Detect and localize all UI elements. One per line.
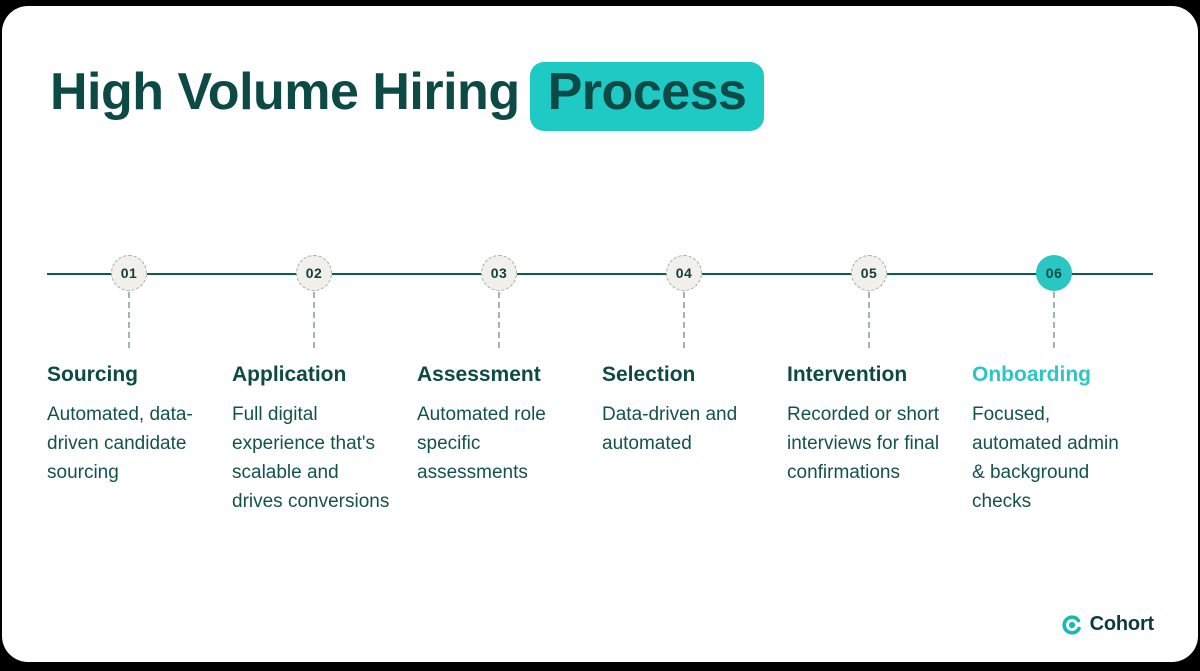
step-number-badge: 04 <box>666 255 702 291</box>
brand-footer: Cohort <box>1061 613 1154 636</box>
cohort-logo-icon <box>1062 614 1082 635</box>
timeline-axis-line <box>47 273 1153 275</box>
brand-name: Cohort <box>1089 613 1155 635</box>
step-title: Onboarding <box>972 363 1091 386</box>
step-number-badge: 06 <box>1036 255 1072 291</box>
step-description: Automated, data-driven candidate sourcin… <box>47 404 193 484</box>
step-number-badge: 03 <box>481 255 517 291</box>
step-title: Intervention <box>787 363 908 386</box>
step-title: Application <box>232 363 347 386</box>
step-number-badge: 02 <box>296 255 332 291</box>
timeline-step: 05 Intervention Recorded or short interv… <box>787 255 972 516</box>
step-description: Recorded or short interviews for final c… <box>787 404 940 484</box>
step-connector-line <box>868 292 870 348</box>
step-description: Data-driven and automated <box>602 404 738 455</box>
timeline-step: 03 Assessment Automated role specific as… <box>417 255 602 516</box>
step-number: 03 <box>490 265 508 281</box>
step-number: 01 <box>120 265 138 281</box>
step-connector-line <box>498 292 500 348</box>
step-title: Sourcing <box>47 363 139 386</box>
step-number: 02 <box>305 265 323 281</box>
step-description: Automated role specific assessments <box>417 404 546 484</box>
step-number: 05 <box>860 265 878 281</box>
timeline-step: 04 Selection Data-driven and automated <box>602 255 787 516</box>
page-title-highlight: Process <box>529 62 765 132</box>
process-timeline: 01 Sourcing Automated, data-driven candi… <box>47 255 1153 516</box>
page-title-text: High Volume Hiring <box>50 63 520 121</box>
step-connector-line <box>683 292 685 348</box>
step-title: Selection <box>602 363 696 386</box>
timeline-step: 06 Onboarding Focused, automated admin &… <box>972 255 1157 516</box>
timeline-step: 02 Application Full digital experience t… <box>232 255 417 516</box>
step-connector-line <box>128 292 130 348</box>
step-number: 04 <box>675 265 693 281</box>
step-description: Focused, automated admin & background ch… <box>972 404 1119 513</box>
step-connector-line <box>1053 292 1055 348</box>
step-number-badge: 05 <box>851 255 887 291</box>
step-number: 06 <box>1045 265 1063 281</box>
timeline-steps: 01 Sourcing Automated, data-driven candi… <box>47 255 1153 516</box>
timeline-step: 01 Sourcing Automated, data-driven candi… <box>47 255 232 516</box>
step-connector-line <box>313 292 315 348</box>
step-number-badge: 01 <box>111 255 147 291</box>
step-title: Assessment <box>417 363 541 386</box>
step-description: Full digital experience that's scalable … <box>232 404 390 513</box>
